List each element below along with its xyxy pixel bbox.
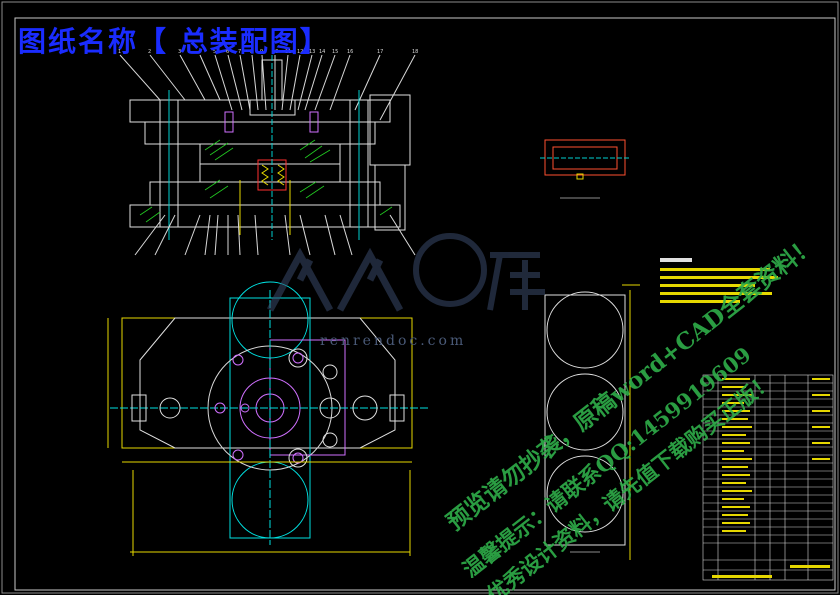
svg-text:5: 5 [213,49,216,55]
svg-text:11: 11 [285,49,291,55]
svg-text:4: 4 [198,49,201,55]
svg-text:1: 1 [118,49,121,55]
svg-text:7: 7 [238,49,241,55]
parts-list-entries [712,378,830,578]
svg-text:6: 6 [226,49,229,55]
strip-layout-view [544,284,640,560]
svg-text:16: 16 [347,49,353,55]
svg-text:10: 10 [272,49,278,55]
svg-text:12: 12 [297,49,303,55]
svg-text:3: 3 [178,49,181,55]
svg-text:9: 9 [260,49,263,55]
svg-text:15: 15 [332,49,338,55]
drawing-title: 图纸名称【 总装配图】 [18,25,330,58]
svg-text:14: 14 [319,49,325,55]
svg-text:13: 13 [309,49,315,55]
logo-watermark [266,233,545,312]
svg-text:8: 8 [250,49,253,55]
site-watermark: renrendoc.com [320,333,467,349]
plan-view [107,281,430,556]
svg-text:17: 17 [377,49,383,55]
technical-notes [660,258,778,303]
parts-list-table [702,374,834,581]
svg-text:18: 18 [412,49,418,55]
svg-text:2: 2 [148,49,151,55]
inner-frame [14,17,836,591]
part-detail-view [540,139,630,199]
